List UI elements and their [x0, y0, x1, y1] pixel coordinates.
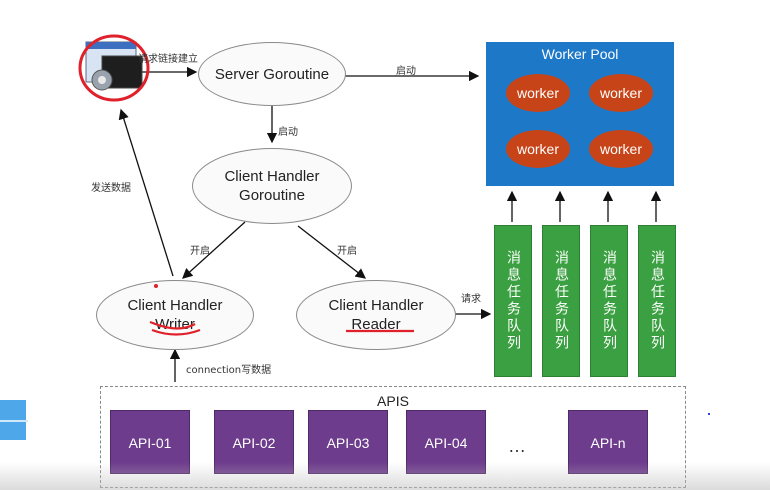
handler-line2: Goroutine: [239, 187, 305, 204]
worker-pool: Worker Pool worker worker worker worker: [486, 42, 674, 186]
message-queue-1: 消息任务队列: [494, 225, 532, 377]
reader-line1: Client Handler: [328, 297, 424, 314]
writer-line1: Client Handler: [127, 297, 223, 314]
handler-line1: Client Handler: [224, 168, 320, 185]
message-queue-3: 消息任务队列: [590, 225, 628, 377]
worker-4: worker: [589, 130, 653, 168]
server-goroutine-node: Server Goroutine: [198, 42, 346, 106]
label-start-pool: 启动: [396, 66, 416, 77]
label-open-reader: 开启: [337, 246, 357, 257]
arrow-open-reader: [297, 225, 367, 279]
server-goroutine-label: Server Goroutine: [214, 65, 330, 83]
reader-line2: Reader: [351, 316, 401, 333]
label-conn-write: connection写数据: [186, 365, 272, 376]
worker-pool-title: Worker Pool: [541, 46, 619, 62]
arrow-open-writer: [182, 221, 246, 279]
blue-dot: [708, 413, 710, 415]
client-handler-goroutine-node: Client Handler Goroutine: [192, 148, 352, 224]
label-start-handler: 启动: [278, 127, 298, 138]
message-queue-4: 消息任务队列: [638, 225, 676, 377]
worker-1: worker: [506, 74, 570, 112]
message-queue-2: 消息任务队列: [542, 225, 580, 377]
red-dot-annotation: [154, 284, 158, 288]
label-connect: 请求链接建立: [138, 54, 198, 65]
worker-2: worker: [589, 74, 653, 112]
player-overlay-strip: [0, 462, 770, 490]
label-open-writer: 开启: [190, 246, 210, 257]
arrow-send-data: [118, 108, 174, 277]
writer-underline-annotation: [149, 320, 201, 336]
label-send-data: 发送数据: [91, 183, 131, 194]
apis-ellipsis: …: [508, 436, 526, 456]
client-handler-writer-node: Client Handler Writer: [96, 280, 254, 350]
label-request: 请求: [461, 294, 481, 305]
worker-3: worker: [506, 130, 570, 168]
client-window-icon: [78, 34, 150, 102]
reader-underline-annotation: [346, 329, 414, 333]
left-side-tab-line: [0, 420, 28, 422]
apis-title: APIS: [377, 393, 409, 409]
client-handler-reader-node: Client Handler Reader: [296, 280, 456, 350]
